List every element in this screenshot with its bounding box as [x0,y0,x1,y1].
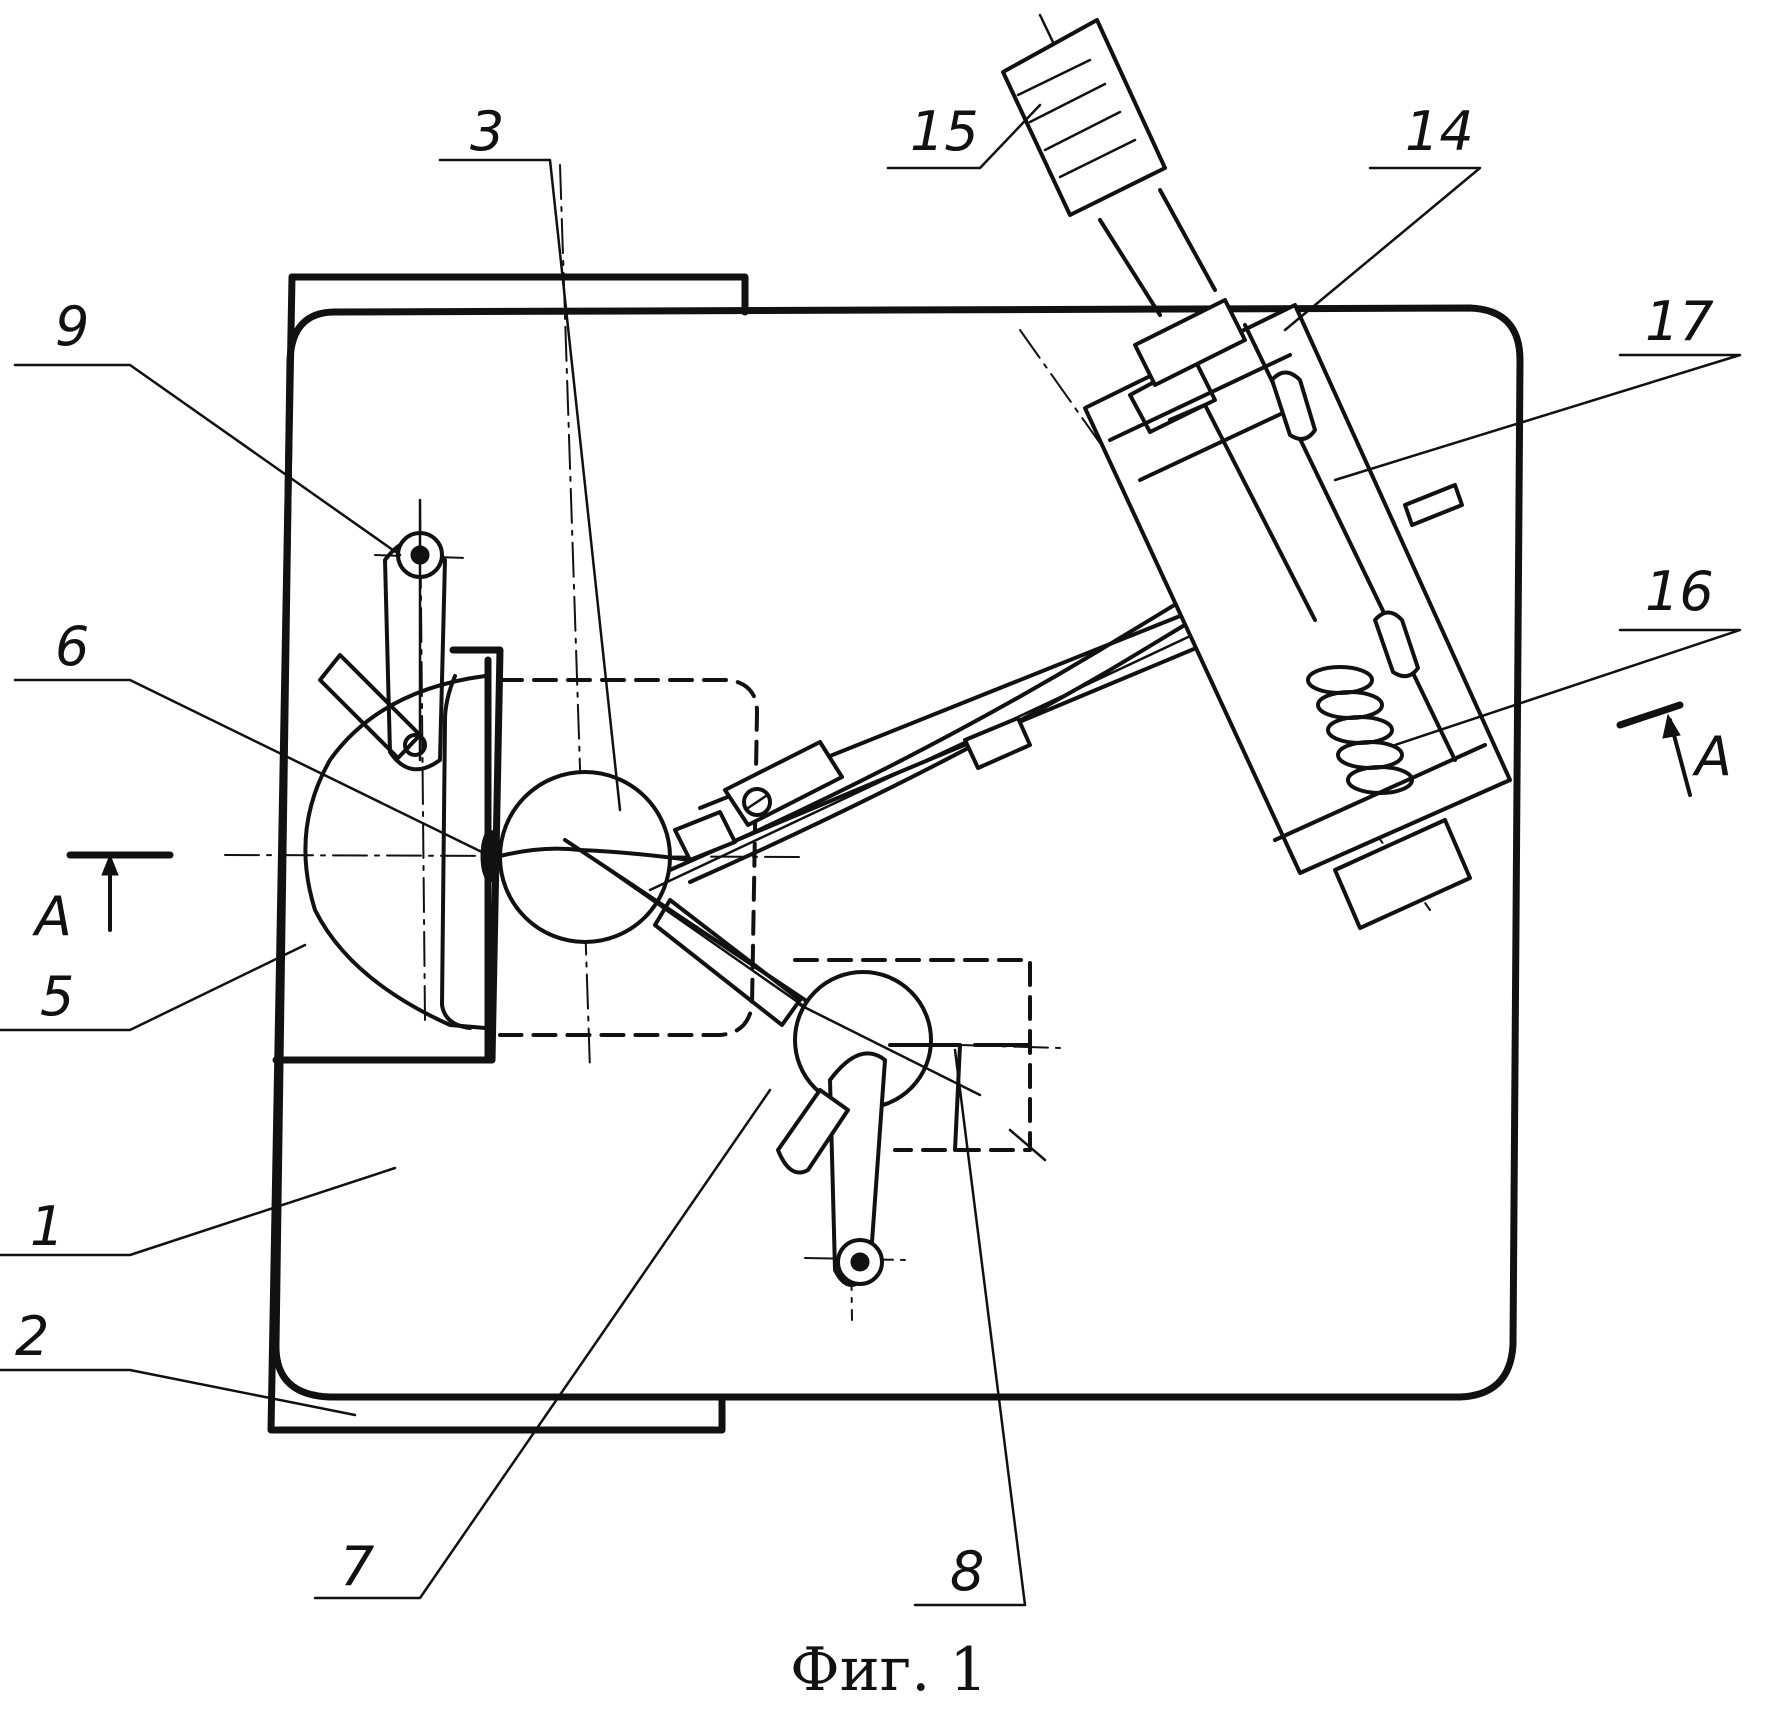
label-2: 2 [15,1305,49,1368]
label-14: 14 [1405,100,1474,163]
label-1: 1 [30,1195,64,1258]
knob-15[interactable] [1003,15,1245,385]
section-mark-right [1620,705,1690,795]
leader-lines [0,105,1740,1605]
left-segment-inner [442,676,470,1028]
label-8: 8 [950,1540,984,1603]
figure-caption: Фиг. 1 [790,1635,988,1705]
label-15: 15 [910,100,979,163]
label-9: 9 [55,295,89,358]
label-16: 16 [1645,560,1714,623]
label-5: 5 [40,965,74,1028]
left-segment [305,676,485,1028]
label-3: 3 [470,100,504,163]
label-17: 17 [1645,290,1714,353]
section-label-right: А [1692,725,1732,788]
label-6: 6 [55,615,89,678]
section-label-left: А [32,885,72,948]
lever-9 [320,500,445,769]
section-mark-left [70,855,170,930]
tensioner-14 [1085,305,1510,928]
roller-3[interactable] [500,772,670,942]
label-7: 7 [340,1535,374,1598]
